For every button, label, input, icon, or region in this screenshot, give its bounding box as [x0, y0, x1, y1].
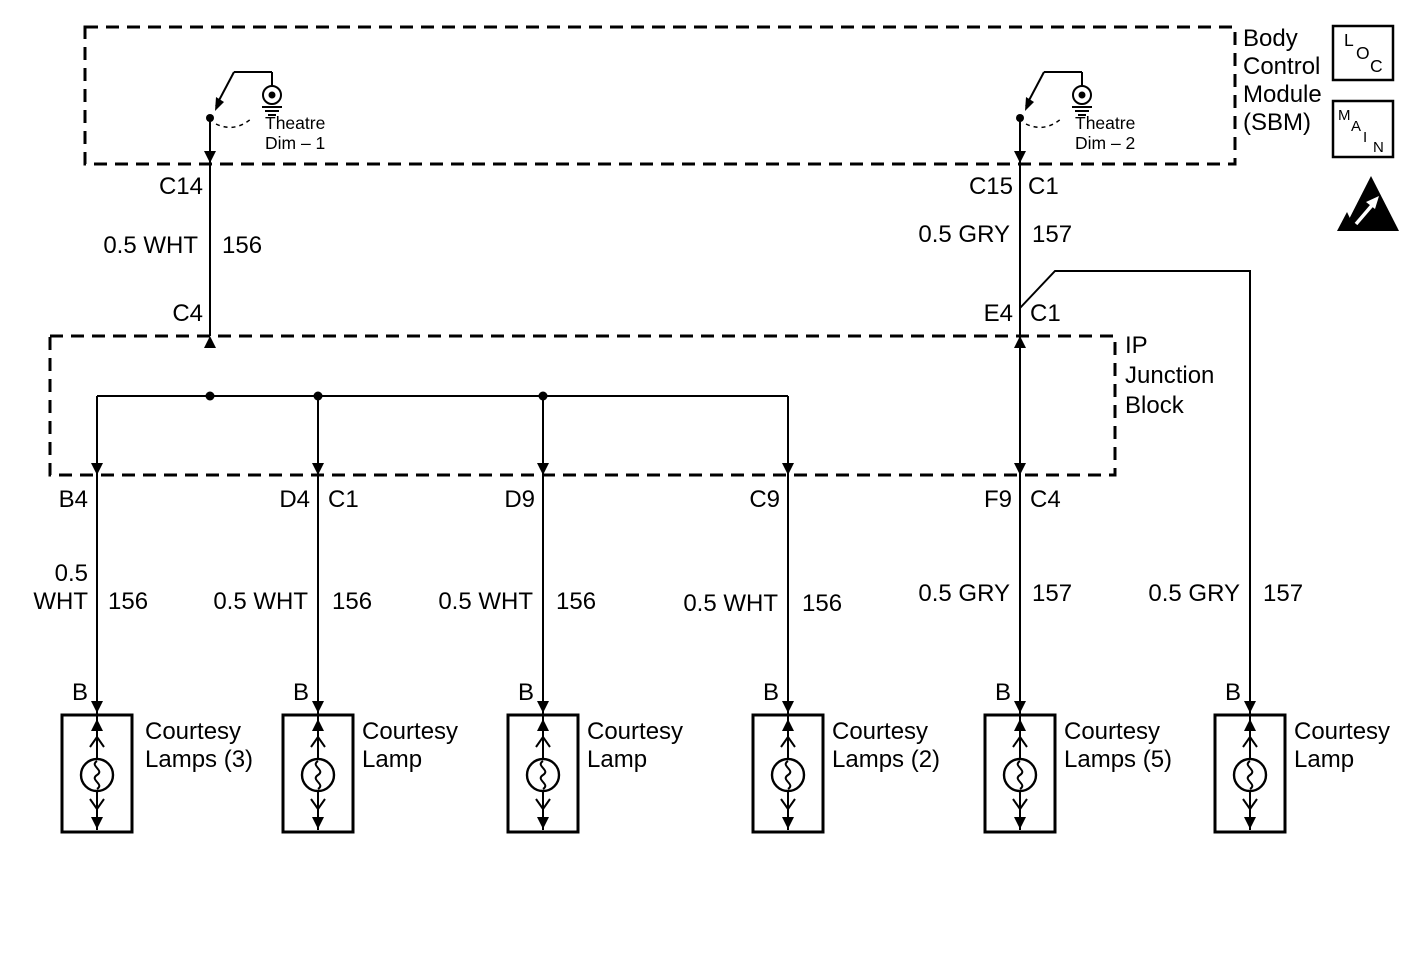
junction-block-label-line: Junction	[1125, 362, 1214, 389]
lamp-label-line: Lamps (5)	[1064, 746, 1172, 773]
connector-label-c1: C1	[1030, 300, 1061, 327]
wire-label-gauge-color: 0.5 WHT	[438, 588, 533, 615]
connector-label-b: B	[518, 679, 534, 706]
loc-letter: O	[1356, 43, 1370, 63]
bcm-label-line: Body	[1243, 25, 1298, 52]
bcm-label-line: Module	[1243, 81, 1322, 108]
courtesy-lamp-symbol: Courtesy Lamps (5)	[983, 701, 1172, 834]
lamp-label-line: Lamp	[1294, 746, 1354, 773]
wire-label-color: WHT	[33, 588, 88, 615]
lamp-pin-labels: B B B B B B	[72, 679, 1241, 706]
connector-label-e4: E4	[984, 300, 1013, 327]
main-letter: A	[1351, 118, 1361, 135]
switch-label: Theatre	[1075, 113, 1135, 133]
connector-label-c15: C15	[969, 173, 1013, 200]
wire-label-circuit: 156	[108, 588, 148, 615]
lamp-label-line: Courtesy	[145, 718, 241, 745]
wire-label-circuit: 157	[1032, 221, 1072, 248]
connector-label-d4: D4	[279, 486, 310, 513]
lamp-label-line: Lamps (2)	[832, 746, 940, 773]
junction-block-label-line: Block	[1125, 392, 1185, 419]
connector-label-c1: C1	[1028, 173, 1059, 200]
lamp-label-line: Lamp	[587, 746, 647, 773]
courtesy-lamp-symbol: Courtesy Lamps (2)	[751, 701, 940, 834]
wire-label-circuit: 156	[556, 588, 596, 615]
connector-label-b: B	[995, 679, 1011, 706]
lamp-label-line: Courtesy	[1064, 718, 1160, 745]
connector-label-c4: C4	[172, 300, 203, 327]
wire-label-gauge-color: 0.5 WHT	[683, 590, 778, 617]
connector-label-b: B	[293, 679, 309, 706]
lamp-label-line: Lamps (3)	[145, 746, 253, 773]
wire-label-gauge-color: 0.5 GRY	[918, 580, 1010, 607]
junction-block-label: IP Junction Block	[1125, 332, 1214, 419]
lamp-label-line: Courtesy	[587, 718, 683, 745]
main-letter: I	[1363, 129, 1367, 146]
courtesy-lamp-symbol: Courtesy Lamp	[281, 701, 458, 834]
wire-label-gauge-color: 0.5 WHT	[103, 232, 198, 259]
connector-label-d9: D9	[504, 486, 535, 513]
bcm-box	[83, 25, 1237, 166]
switch-label: Dim – 1	[265, 133, 325, 153]
wire-gry-157-branch	[1019, 270, 1251, 714]
bcm-label-line: (SBM)	[1243, 109, 1311, 136]
connector-label-c1: C1	[328, 486, 359, 513]
theatre-dim-2-switch: Theatre Dim – 2	[1016, 71, 1135, 153]
wire-wht-156-trunk	[204, 118, 216, 348]
connector-label-b: B	[1225, 679, 1241, 706]
lamp-label-line: Courtesy	[362, 718, 458, 745]
courtesy-lamp-symbol: Courtesy Lamp	[506, 701, 683, 834]
connector-label-b: B	[72, 679, 88, 706]
wire-label-gauge-color: 0.5 GRY	[1148, 580, 1240, 607]
connector-label-f9: F9	[984, 486, 1012, 513]
loc-tag: L O C	[1331, 24, 1395, 82]
wire-label-circuit: 157	[1032, 580, 1072, 607]
loc-letter: L	[1344, 30, 1354, 50]
bcm-label: Body Control Module (SBM)	[1243, 25, 1322, 136]
junction-block-box	[48, 334, 1117, 477]
loc-tag-box	[1331, 24, 1395, 82]
junction-block-bus	[91, 391, 794, 475]
connector-label-c4: C4	[1030, 486, 1061, 513]
wire-label-circuit: 156	[222, 232, 262, 259]
main-letter: M	[1338, 107, 1351, 124]
wire-label-gauge-color: 0.5 WHT	[213, 588, 308, 615]
main-letter: N	[1373, 139, 1384, 156]
lamp-label-line: Lamp	[362, 746, 422, 773]
main-tag-box	[1331, 99, 1395, 159]
junction-block-label-line: IP	[1125, 332, 1148, 359]
loc-letter: C	[1370, 56, 1383, 76]
connector-label-b: B	[763, 679, 779, 706]
connector-label-b4: B4	[59, 486, 88, 513]
wire-label-circuit: 156	[802, 590, 842, 617]
wire-label-circuit: 156	[332, 588, 372, 615]
courtesy-lamp-symbol: Courtesy Lamps (3)	[60, 701, 253, 834]
theatre-dim-1-switch: Theatre Dim – 1	[206, 71, 325, 153]
esd-warning-icon	[1337, 176, 1399, 231]
wire-label-gauge-color: 0.5 GRY	[918, 221, 1010, 248]
wire-gry-157-trunk	[1014, 118, 1251, 714]
main-tag: M A I N	[1331, 99, 1395, 159]
bcm-label-line: Control	[1243, 53, 1320, 80]
wire-label-gauge: 0.5	[55, 560, 88, 587]
connector-label-c14: C14	[159, 173, 203, 200]
courtesy-lamp-symbol: Courtesy Lamp	[1213, 701, 1390, 834]
wire-drops	[96, 475, 1021, 714]
lower-wire-labels: 0.5 WHT 156 0.5 WHT 156 0.5 WHT 156 0.5 …	[33, 560, 1303, 617]
switch-label: Dim – 2	[1075, 133, 1135, 153]
wire-label-circuit: 157	[1263, 580, 1303, 607]
connector-label-c9: C9	[749, 486, 780, 513]
lamp-label-line: Courtesy	[832, 718, 928, 745]
lamp-label-line: Courtesy	[1294, 718, 1390, 745]
switch-label: Theatre	[265, 113, 325, 133]
